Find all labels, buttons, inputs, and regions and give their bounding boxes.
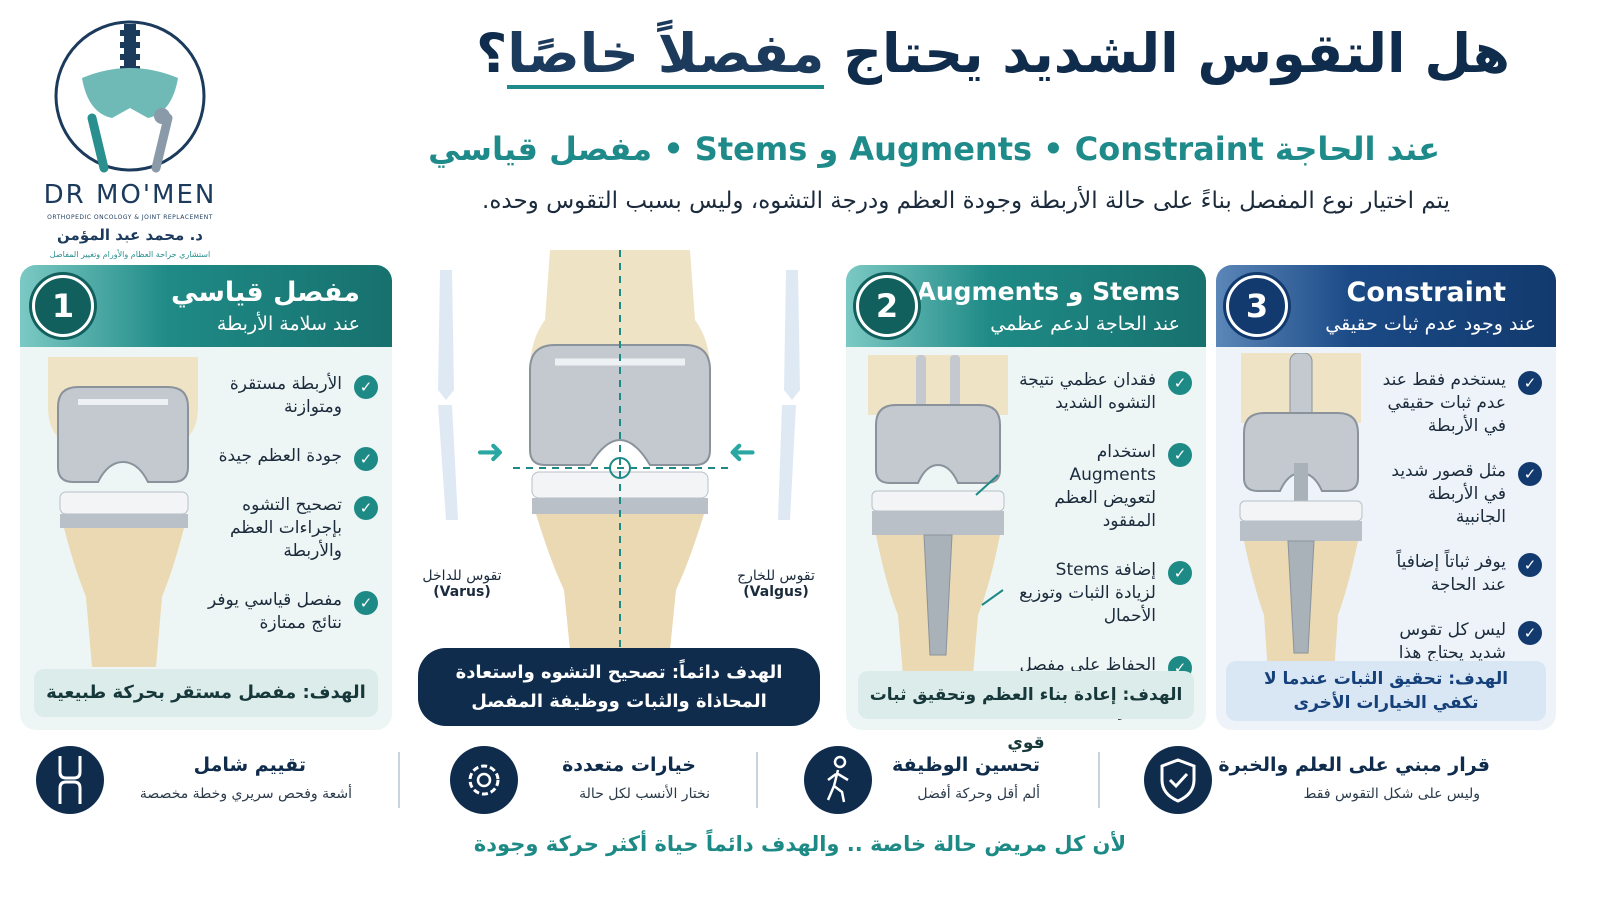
card-goal: الهدف: إعادة بناء العظم وتحقيق ثبات قوي [858,671,1194,753]
logo-tagline: ORTHOPEDIC ONCOLOGY & JOINT REPLACEMENT [47,214,213,221]
stemmed-knee-implant-icon [868,355,1008,675]
arrow-right-icon: ➜ [476,432,505,472]
card-number-badge: 2 [856,275,918,337]
logo-emblem-icon [54,20,206,173]
shield-check-icon [1144,746,1212,814]
check-icon: ✓ [1168,371,1192,395]
divider [756,752,758,808]
card-goal: الهدف: تحقيق الثبات عندما لا تكفي الخيار… [1226,661,1546,721]
list-item: ✓استخدام Augments لتعويض العظم المفقود [1014,441,1192,533]
card-points: ✓يستخدم فقط عند عدم ثبات حقيقي في الأربط… [1382,369,1542,710]
card-constraint: Constraint عند وجود عدم ثبات حقيقي 3 ✓يس… [1216,265,1556,730]
card-stems-augments: Stems و Augments عند الحاجة لدعم عظمي 2 … [846,265,1206,753]
list-item: ✓يوفر ثباتاً إضافياً عند الحاجة [1382,551,1542,597]
page-title: هل التقوس الشديد يحتاج مفصلاً خاصًا؟ [475,22,1510,89]
valgus-label: تقوس للخارج(Valgus) [737,568,815,600]
varus-label: تقوس للداخل(Varus) [422,568,502,600]
divider [1098,752,1100,808]
feature-title: تقييم شامل [193,754,306,776]
check-icon: ✓ [1168,443,1192,467]
check-icon: ✓ [1168,561,1192,585]
feature-evidence-based: قرار مبني على العلم والخبرة وليس على شكل… [1140,740,1560,820]
center-goal-banner: الهدف دائماً: تصحيح التشوه واستعادة المح… [418,648,820,726]
feature-title: تحسين الوظيفة [891,754,1040,776]
page-description: يتم اختيار نوع المفصل بناءً على حالة الأ… [482,188,1450,214]
feature-function: تحسين الوظيفة ألم أقل وحركة أفضل [800,740,1080,820]
list-item: ✓فقدان عظمي نتيجة التشوه الشديد [1014,369,1192,415]
card-subtitle: عند سلامة الأربطة [216,313,360,335]
check-icon: ✓ [354,447,378,471]
list-item: ✓إضافة Stems لزيادة الثبات وتوزيع الأحما… [1014,559,1192,628]
check-icon: ✓ [1518,371,1542,395]
page-subtitle: مفصل قياسي • Stems و Augments • Constrai… [428,130,1440,168]
feature-subtitle: أشعة وفحص سريري وخطة مخصصة [139,786,352,802]
list-item: ✓تصحيح التشوه بإجراءات العظم والأربطة [198,494,378,563]
feature-subtitle: وليس على شكل التقوس فقط [1303,786,1480,802]
doctor-title: استشاري جراحة العظام والأورام وتغيير الم… [49,250,211,259]
feature-assessment: تقييم شامل أشعة وفحص سريري وخطة مخصصة [32,740,362,820]
standard-knee-implant-icon [48,357,198,667]
title-highlight: مفصلاً خاصًا [507,22,825,89]
feature-options: خيارات متعددة نختار الأنسب لكل حالة [446,740,736,820]
card-standard-implant: مفصل قياسي عند سلامة الأربطة 1 ✓الأربطة … [20,265,392,730]
arrow-left-icon: ➜ [728,432,757,472]
check-icon: ✓ [354,375,378,399]
feature-title: قرار مبني على العلم والخبرة [1218,754,1490,776]
card-title: مفصل قياسي [171,277,360,308]
card-goal: الهدف: مفصل مستقر بحركة طبيعية [34,669,378,717]
alignment-illustration: تقوس للداخل(Varus) تقوس للخارج(Valgus) ➜… [410,250,830,730]
card-title: Constraint [1346,277,1506,308]
check-icon: ✓ [1518,462,1542,486]
card-subtitle: عند الحاجة لدعم عظمي [990,313,1180,335]
check-icon: ✓ [1518,621,1542,645]
varus-leg-icon [438,270,458,520]
check-icon: ✓ [354,496,378,520]
list-item: ✓جودة العظم جيدة [198,445,378,471]
title-question-mark: ؟ [475,22,508,85]
title-part-a: هل التقوس الشديد يحتاج [824,22,1510,85]
knee-joint-icon [36,746,104,814]
valgus-leg-icon [778,270,800,520]
list-item: ✓مثل قصور شديد في الأربطة الجانبية [1382,460,1542,529]
card-title: Stems و Augments [916,277,1180,306]
doctor-name: د. محمد عبد المؤمن [57,226,203,244]
list-item: ✓الأربطة مستقرة ومتوازنة [198,373,378,419]
footer-slogan: لأن كل مريض حالة خاصة .. والهدف دائماً ح… [473,832,1127,856]
feature-title: خيارات متعددة [562,754,696,776]
card-header: Stems و Augments عند الحاجة لدعم عظمي [846,265,1206,347]
card-number-badge: 3 [1226,275,1288,337]
card-number-badge: 1 [32,275,94,337]
divider [398,752,400,808]
clinic-logo: DR MO'MEN ORTHOPEDIC ONCOLOGY & JOINT RE… [30,18,230,259]
logo-brand: DR MO'MEN [43,180,217,210]
check-icon: ✓ [1518,553,1542,577]
card-subtitle: عند وجود عدم ثبات حقيقي [1325,313,1536,335]
walking-person-icon [804,746,872,814]
card-points: ✓الأربطة مستقرة ومتوازنة ✓جودة العظم جيد… [198,373,378,661]
constrained-knee-implant-icon [1239,353,1363,673]
feature-subtitle: نختار الأنسب لكل حالة [579,786,710,802]
gear-icon [450,746,518,814]
list-item: ✓يستخدم فقط عند عدم ثبات حقيقي في الأربط… [1382,369,1542,438]
check-icon: ✓ [354,591,378,615]
list-item: ✓مفصل قياسي يوفر نتائج ممتازة [198,589,378,635]
central-knee-implant-icon [510,250,730,650]
feature-subtitle: ألم أقل وحركة أفضل [917,786,1040,802]
